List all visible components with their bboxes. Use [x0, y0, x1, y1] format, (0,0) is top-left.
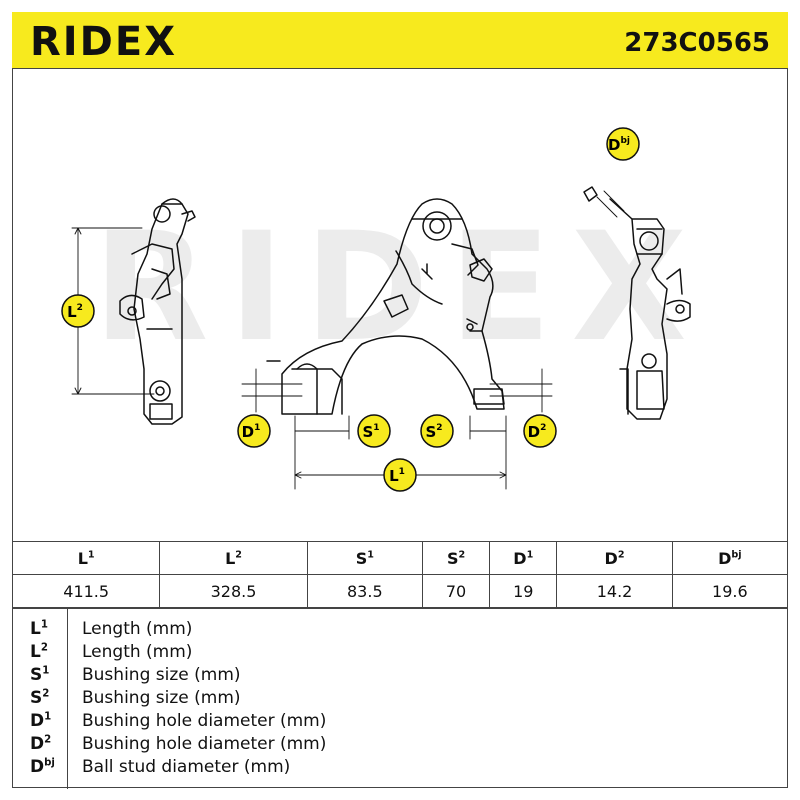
svg-text:L1: L1 [389, 467, 405, 485]
legend-text: Length (mm) [82, 642, 193, 662]
legend-item: L2 Length (mm) [12, 642, 788, 664]
badge-Dbj-sup: bj [620, 136, 630, 146]
badge-D2: D2 [523, 414, 557, 448]
legend-symbol: Dbj [30, 757, 55, 777]
spec-header-S1: S1 [306, 541, 423, 575]
spec-value-D2: 14.2 [556, 574, 673, 608]
watermark-text: RIDEX [93, 201, 707, 375]
spec-value-Dbj: 19.6 [671, 574, 789, 608]
spec-header-L1: L1 [11, 541, 161, 575]
arm-side-view-right [583, 186, 691, 420]
spec-header-D2: D2 [556, 541, 673, 575]
spec-value-S2: 70 [421, 574, 491, 608]
spec-value-L1: 411.5 [11, 574, 161, 608]
badge-S2-sym: S [425, 423, 436, 441]
technical-drawing: RIDEX [12, 69, 788, 541]
legend-text: Length (mm) [82, 619, 193, 639]
svg-text:S1: S1 [362, 423, 379, 441]
specs-value-row: 411.5 328.5 83.5 70 19 14.2 19.6 [11, 574, 789, 608]
spec-header-D1: D1 [489, 541, 558, 575]
spec-value-S1: 83.5 [306, 574, 423, 608]
badge-D1: D1 [237, 414, 271, 448]
legend-divider [67, 609, 68, 789]
part-number: 273C0565 [624, 28, 770, 58]
legend-item: S2 Bushing size (mm) [12, 688, 788, 710]
spec-value-D1: 19 [489, 574, 558, 608]
legend-symbol: L1 [30, 619, 48, 639]
legend-text: Bushing size (mm) [82, 688, 241, 708]
svg-text:D2: D2 [528, 423, 547, 441]
badge-L1: L1 [383, 458, 417, 492]
badge-D1-sup: 1 [254, 423, 260, 433]
header-bar: RIDEX 273C0565 [12, 12, 788, 69]
svg-text:S2: S2 [425, 423, 442, 441]
legend-item: Dbj Ball stud diameter (mm) [12, 757, 788, 779]
badge-L2: L2 [61, 294, 95, 328]
svg-text:D1: D1 [242, 423, 261, 441]
legend-item: D1 Bushing hole diameter (mm) [12, 711, 788, 733]
spec-header-L2: L2 [159, 541, 308, 575]
badge-L1-sup: 1 [399, 467, 405, 477]
spec-header-S2: S2 [421, 541, 491, 575]
badge-Dbj: Dbj [606, 127, 640, 161]
arm-side-view-left [119, 198, 196, 425]
legend-item: S1 Bushing size (mm) [12, 665, 788, 687]
badge-S1: S1 [357, 414, 391, 448]
spec-header-Dbj: Dbj [671, 541, 789, 575]
legend-text: Bushing hole diameter (mm) [82, 734, 327, 754]
badge-L1-sym: L [389, 467, 399, 485]
legend: L1 Length (mm) L2 Length (mm) S1 Bushing… [12, 608, 788, 789]
badge-D1-sym: D [242, 423, 254, 441]
legend-text: Bushing hole diameter (mm) [82, 711, 327, 731]
legend-symbol: S2 [30, 688, 50, 708]
legend-symbol: D1 [30, 711, 52, 731]
badge-L2-sym: L [67, 303, 77, 321]
badge-S2-sup: 2 [436, 423, 442, 433]
badge-D2-sup: 2 [540, 423, 546, 433]
specs-table: L1 L2 S1 S2 D1 D2 Dbj 411.5 328.5 83.5 7… [11, 541, 789, 608]
arm-plan-view-center [266, 198, 505, 415]
badge-Dbj-sym: D [608, 136, 620, 154]
brand-logo: RIDEX [30, 19, 178, 65]
badge-D2-sym: D [528, 423, 540, 441]
badge-S1-sym: S [362, 423, 373, 441]
svg-text:L2: L2 [67, 303, 83, 321]
legend-symbol: L2 [30, 642, 48, 662]
label-badges: L1 L2 S1 S2 D1 D2 [61, 127, 640, 492]
drawing-svg: RIDEX [61, 127, 707, 492]
badge-S1-sup: 1 [373, 423, 379, 433]
legend-text: Ball stud diameter (mm) [82, 757, 291, 777]
svg-text:Dbj: Dbj [608, 136, 630, 154]
legend-item: D2 Bushing hole diameter (mm) [12, 734, 788, 756]
legend-text: Bushing size (mm) [82, 665, 241, 685]
badge-S2: S2 [420, 414, 454, 448]
legend-symbol: D2 [30, 734, 52, 754]
badge-L2-sup: 2 [77, 303, 83, 313]
legend-symbol: S1 [30, 665, 50, 685]
specs-header-row: L1 L2 S1 S2 D1 D2 Dbj [11, 541, 789, 575]
legend-item: L1 Length (mm) [12, 619, 788, 641]
spec-value-L2: 328.5 [159, 574, 308, 608]
